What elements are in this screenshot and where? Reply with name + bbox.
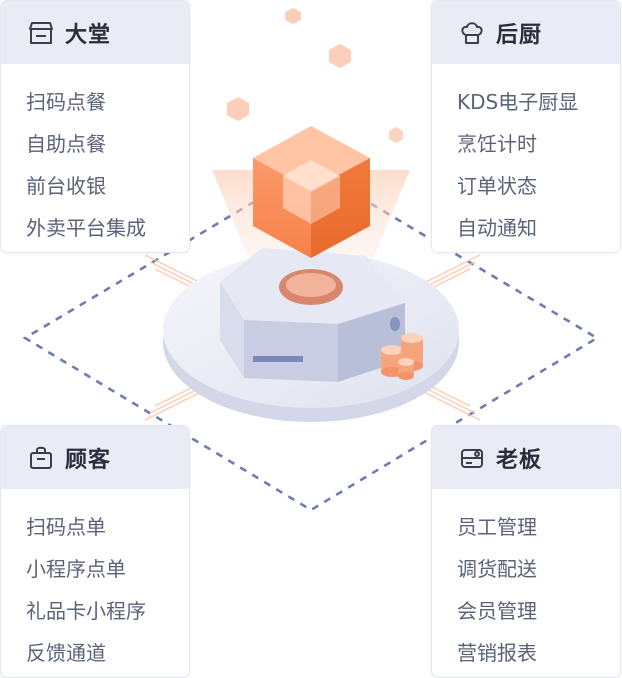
dashed-connector: [22, 166, 600, 512]
storefront-icon: [27, 19, 55, 47]
card-title: 顾客: [65, 447, 112, 473]
card-boss: 老板 员工管理 调货配送 会员管理 营销报表: [431, 425, 621, 678]
list-item: 前台收银: [26, 174, 106, 198]
list-item: 扫码点单: [26, 515, 106, 539]
chef-hat-icon: [458, 19, 486, 47]
list-item: 员工管理: [457, 515, 537, 539]
list-item: 营销报表: [457, 641, 537, 665]
list-item: 礼品卡小程序: [26, 599, 146, 623]
list-item: 烹饪计时: [457, 132, 537, 156]
list-item: 外卖平台集成: [26, 216, 146, 240]
floating-cubes: [227, 8, 403, 143]
card-title: 大堂: [65, 22, 112, 48]
id-card-icon: [458, 444, 486, 472]
device-left: [220, 282, 244, 378]
hologram-cube: [253, 126, 370, 258]
shopping-bag-icon: [27, 444, 55, 472]
coin-stacks: [381, 333, 423, 380]
list-item: 订单状态: [457, 174, 537, 198]
list-item: 自助点餐: [26, 132, 106, 156]
projector-lens-inner: [286, 273, 336, 297]
list-item: 会员管理: [457, 599, 537, 623]
list-item: 自动通知: [457, 216, 537, 240]
list-item: 反馈通道: [26, 641, 106, 665]
card-kitchen: 后厨 KDS电子厨显 烹饪计时 订单状态 自动通知: [431, 0, 621, 253]
list-item: 扫码点餐: [26, 90, 106, 114]
list-item: 小程序点单: [26, 557, 126, 581]
card-hall: 大堂 扫码点餐 自助点餐 前台收银 外卖平台集成: [0, 0, 190, 253]
device-front: [244, 320, 338, 382]
card-guest: 顾客 扫码点单 小程序点单 礼品卡小程序 反馈通道: [0, 425, 190, 678]
card-header: 顾客: [1, 426, 189, 489]
list-item: KDS电子厨显: [457, 90, 579, 114]
feature-list: 扫码点单 小程序点单 礼品卡小程序 反馈通道: [1, 489, 189, 674]
feature-list: KDS电子厨显 烹饪计时 订单状态 自动通知: [432, 64, 620, 249]
card-header: 老板: [432, 426, 620, 489]
device-slot: [253, 356, 303, 362]
device-button: [390, 317, 400, 331]
feature-list: 员工管理 调货配送 会员管理 营销报表: [432, 489, 620, 674]
card-title: 老板: [496, 447, 543, 473]
feature-list: 扫码点餐 自助点餐 前台收银 外卖平台集成: [1, 64, 189, 249]
card-header: 后厨: [432, 1, 620, 64]
card-header: 大堂: [1, 1, 189, 64]
list-item: 调货配送: [457, 557, 537, 581]
card-title: 后厨: [496, 22, 543, 48]
